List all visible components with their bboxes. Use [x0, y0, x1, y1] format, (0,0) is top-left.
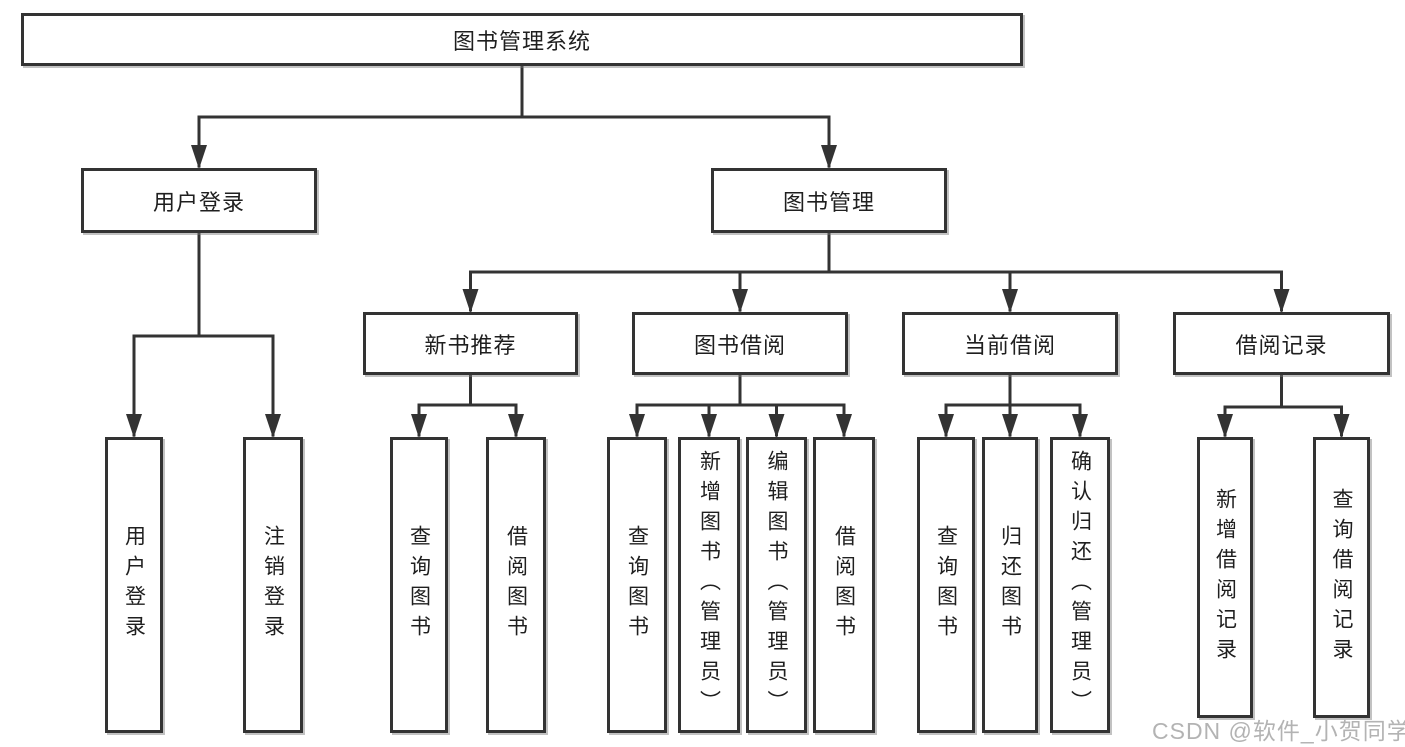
arrowhead-icon: [1002, 414, 1018, 438]
node-label: 新书推荐: [424, 332, 517, 358]
node-leaf-query-book-3: 查询图书: [917, 437, 975, 733]
node-label: 注销登录: [261, 525, 285, 645]
arrowhead-icon: [836, 414, 852, 438]
arrowhead-icon: [508, 414, 524, 438]
node-label: 查询图书: [934, 525, 958, 645]
arrowhead-icon: [732, 289, 748, 313]
node-label: 新增借阅记录: [1213, 487, 1237, 668]
node-borrow-record: 借阅记录: [1173, 312, 1390, 375]
node-label: 新增图书（管理员）: [697, 450, 721, 720]
arrowhead-icon: [701, 414, 717, 438]
arrowhead-icon: [768, 414, 785, 438]
node-leaf-user-login: 用户登录: [105, 437, 163, 733]
node-leaf-borrow-book-1: 借阅图书: [486, 437, 546, 733]
node-current-borrow: 当前借阅: [902, 312, 1118, 375]
node-label: 查询图书: [625, 525, 649, 645]
node-leaf-add-record: 新增借阅记录: [1197, 437, 1253, 718]
watermark: CSDN @软件_小贺同学: [1152, 718, 1405, 744]
node-book-mgmt: 图书管理: [711, 168, 947, 233]
node-label: 确认归还（管理员）: [1068, 450, 1092, 720]
node-label: 图书管理: [782, 189, 875, 215]
node-leaf-query-book-1: 查询图书: [390, 437, 448, 733]
node-leaf-query-record: 查询借阅记录: [1313, 437, 1370, 718]
node-leaf-borrow-book-2: 借阅图书: [813, 437, 875, 733]
arrowhead-icon: [191, 145, 207, 169]
arrowhead-icon: [1002, 289, 1018, 313]
node-leaf-query-book-2: 查询图书: [607, 437, 667, 733]
node-label: 借阅记录: [1235, 332, 1328, 358]
node-label: 用户登录: [152, 189, 245, 215]
node-label: 查询借阅记录: [1330, 487, 1353, 668]
arrowhead-icon: [821, 145, 837, 169]
node-root: 图书管理系统: [21, 13, 1023, 66]
node-label: 当前借阅: [963, 332, 1056, 358]
node-new-book-rec: 新书推荐: [363, 312, 578, 375]
node-label: 编辑图书（管理员）: [765, 450, 788, 720]
arrowhead-icon: [126, 414, 142, 438]
node-label: 归还图书: [998, 525, 1022, 645]
node-user-login: 用户登录: [81, 168, 317, 233]
node-label: 用户登录: [122, 525, 146, 645]
node-leaf-confirm-return: 确认归还（管理员）: [1050, 437, 1110, 733]
arrowhead-icon: [1072, 414, 1088, 438]
node-label: 借阅图书: [504, 525, 528, 645]
arrowhead-icon: [938, 414, 954, 438]
node-label: 查询图书: [407, 525, 431, 645]
arrowhead-icon: [411, 414, 427, 438]
arrowhead-icon: [1273, 289, 1290, 313]
node-book-borrow: 图书借阅: [632, 312, 848, 375]
arrowhead-icon: [629, 414, 645, 438]
node-leaf-logout: 注销登录: [243, 437, 303, 733]
node-leaf-edit-book: 编辑图书（管理员）: [746, 437, 807, 733]
arrowhead-icon: [462, 289, 479, 313]
node-label: 借阅图书: [832, 525, 856, 645]
arrowhead-icon: [265, 414, 281, 438]
arrowhead-icon: [1217, 414, 1233, 438]
node-label: 图书管理系统: [452, 28, 591, 54]
arrowhead-icon: [1333, 414, 1350, 438]
node-leaf-return-book: 归还图书: [982, 437, 1038, 733]
node-label: 图书借阅: [693, 332, 786, 358]
node-leaf-add-book: 新增图书（管理员）: [678, 437, 740, 733]
